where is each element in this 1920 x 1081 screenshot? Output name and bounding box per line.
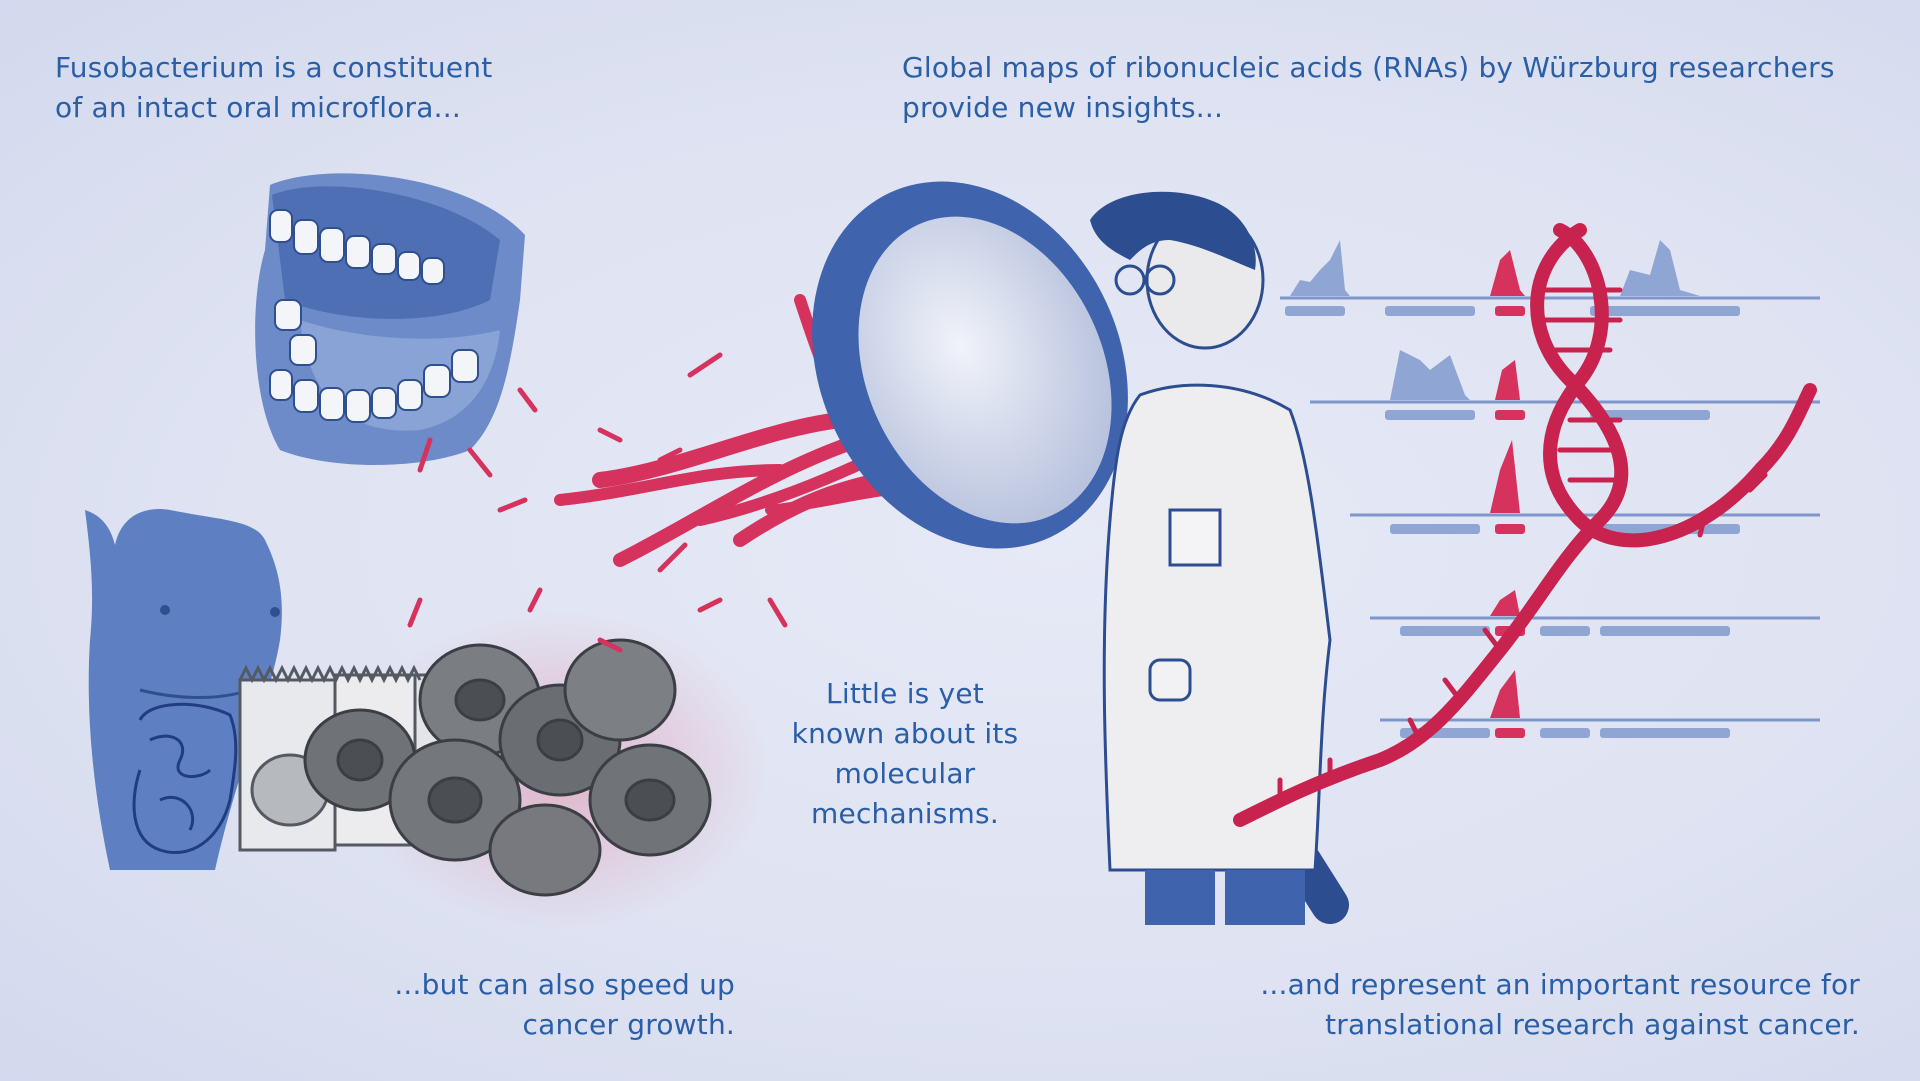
caption-line: translational research against cancer. (1325, 1008, 1860, 1041)
caption-line: mechanisms. (811, 797, 999, 830)
caption-line: Fusobacterium is a constituent (55, 51, 493, 84)
caption-bottom-right: ...and represent an important resource f… (1100, 965, 1860, 1045)
caption-line: of an intact oral microflora... (55, 91, 461, 124)
caption-center: Little is yet known about its molecular … (760, 674, 1050, 834)
rna-helix-icon (1233, 223, 1817, 827)
caption-line: ...but can also speed up (394, 968, 735, 1001)
caption-line: cancer growth. (522, 1008, 735, 1041)
caption-line: known about its (791, 717, 1019, 750)
intestine-icon (132, 702, 238, 855)
open-mouth-icon (255, 173, 525, 465)
caption-line: Global maps of ribonucleic acids (RNAs) … (902, 51, 1835, 84)
rna-coverage-tracks (1280, 240, 1820, 738)
scientist-icon (1090, 191, 1332, 925)
caption-top-right: Global maps of ribonucleic acids (RNAs) … (902, 48, 1835, 128)
caption-line: provide new insights... (902, 91, 1224, 124)
torso-icon (85, 509, 282, 870)
caption-line: Little is yet (826, 677, 984, 710)
caption-line: molecular (834, 757, 976, 790)
caption-top-left: Fusobacterium is a constituent of an int… (55, 48, 492, 128)
caption-bottom-left: ...but can also speed up cancer growth. (370, 965, 735, 1045)
caption-line: ...and represent an important resource f… (1260, 968, 1860, 1001)
tumor-cells (303, 638, 712, 897)
